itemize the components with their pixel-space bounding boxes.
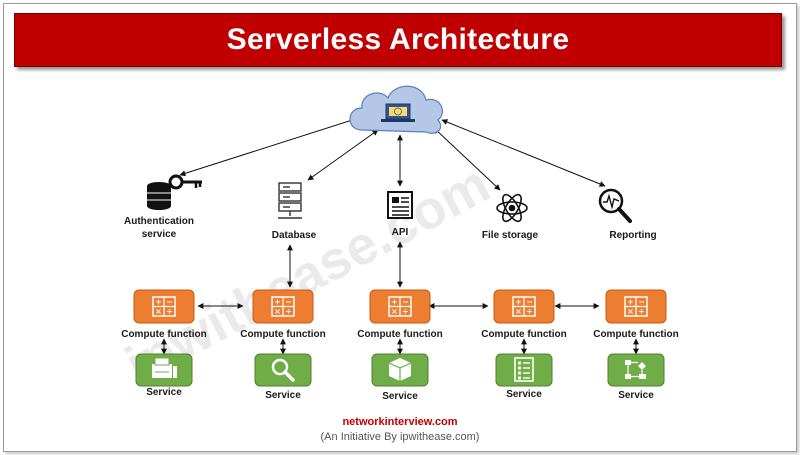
flowchart-icon bbox=[625, 360, 646, 379]
compute-function-node: +−× ÷ Compute function bbox=[481, 289, 567, 340]
server-rack-icon bbox=[278, 182, 302, 219]
svg-text:×: × bbox=[274, 307, 281, 316]
compute-function-label: Compute function bbox=[357, 329, 443, 340]
service-label: Service bbox=[265, 390, 301, 401]
svg-text:×: × bbox=[515, 307, 522, 316]
svg-text:÷: ÷ bbox=[638, 307, 645, 316]
document-icon bbox=[387, 191, 413, 219]
compute-function-node: +−× ÷ Compute function bbox=[240, 289, 326, 340]
svg-text:÷: ÷ bbox=[166, 307, 173, 316]
svg-text:÷: ÷ bbox=[526, 307, 533, 316]
reporting-label: Reporting bbox=[609, 230, 656, 241]
svg-text:+: + bbox=[155, 298, 162, 307]
service-node: Service bbox=[607, 353, 665, 401]
footer-site: networkinterview.com bbox=[342, 416, 457, 428]
compute-function-label: Compute function bbox=[240, 329, 326, 340]
compute-function-node: +−× ÷ Compute function bbox=[593, 289, 679, 340]
svg-text:÷: ÷ bbox=[402, 307, 409, 316]
service-node: Service bbox=[495, 353, 553, 400]
calculator-icon: +−× ÷ bbox=[152, 296, 176, 317]
svg-text:+: + bbox=[391, 298, 398, 307]
svg-text:+: + bbox=[274, 298, 281, 307]
api-label: API bbox=[392, 227, 409, 238]
svg-text:+: + bbox=[627, 298, 634, 307]
calculator-icon: +−× ÷ bbox=[388, 296, 412, 317]
atom-icon bbox=[496, 193, 528, 223]
services: Service Service Service Service Service bbox=[135, 353, 665, 402]
search-icon bbox=[271, 358, 295, 382]
calculator-icon: +−× ÷ bbox=[271, 296, 295, 317]
compute-function-label: Compute function bbox=[121, 329, 207, 340]
box-icon bbox=[388, 358, 412, 381]
connectors bbox=[161, 113, 639, 355]
auth-label: Authentication bbox=[124, 216, 194, 227]
printer-icon bbox=[152, 357, 177, 378]
service-node: Service bbox=[371, 353, 429, 402]
svg-text:−: − bbox=[402, 298, 409, 307]
compute-function-node: +−× ÷ Compute function bbox=[357, 289, 443, 340]
svg-text:×: × bbox=[155, 307, 162, 316]
svg-text:−: − bbox=[526, 298, 533, 307]
service-node: Service bbox=[135, 353, 193, 398]
link-cloud-reporting bbox=[441, 119, 606, 187]
service-label: Service bbox=[618, 390, 654, 401]
svg-text:−: − bbox=[638, 298, 645, 307]
database-key-icon bbox=[147, 174, 202, 210]
database-label: Database bbox=[272, 230, 317, 241]
page-title: Serverless Architecture bbox=[226, 23, 570, 56]
compute-functions: +−×÷Compute function+−×÷Compute function… bbox=[121, 289, 679, 340]
auth-label-line2: service bbox=[142, 229, 177, 240]
svg-text:−: − bbox=[285, 298, 292, 307]
svg-text:×: × bbox=[627, 307, 634, 316]
link-cloud-auth bbox=[179, 113, 369, 177]
svg-text:×: × bbox=[391, 307, 398, 316]
service-label: Service bbox=[506, 389, 542, 400]
title-banner: Serverless Architecture bbox=[14, 13, 782, 67]
svg-text:÷: ÷ bbox=[285, 307, 292, 316]
service-node: Service bbox=[254, 353, 312, 401]
file-storage-label: File storage bbox=[482, 230, 539, 241]
compute-function-label: Compute function bbox=[593, 329, 679, 340]
checklist-icon bbox=[514, 357, 534, 382]
service-label: Service bbox=[146, 387, 182, 398]
calculator-icon: +−× ÷ bbox=[512, 296, 536, 317]
compute-function-label: Compute function bbox=[481, 329, 567, 340]
svg-text:−: − bbox=[166, 298, 173, 307]
svg-text:+: + bbox=[515, 298, 522, 307]
calculator-icon: +−× ÷ bbox=[624, 296, 648, 317]
cloud-icon bbox=[349, 85, 443, 134]
link-cloud-database bbox=[307, 129, 379, 181]
service-label: Service bbox=[382, 391, 418, 402]
magnifier-chart-icon bbox=[598, 188, 632, 223]
compute-function-node: +−× ÷ Compute function bbox=[121, 289, 207, 340]
footer-tagline: (An Initiative By ipwithease.com) bbox=[321, 431, 480, 443]
